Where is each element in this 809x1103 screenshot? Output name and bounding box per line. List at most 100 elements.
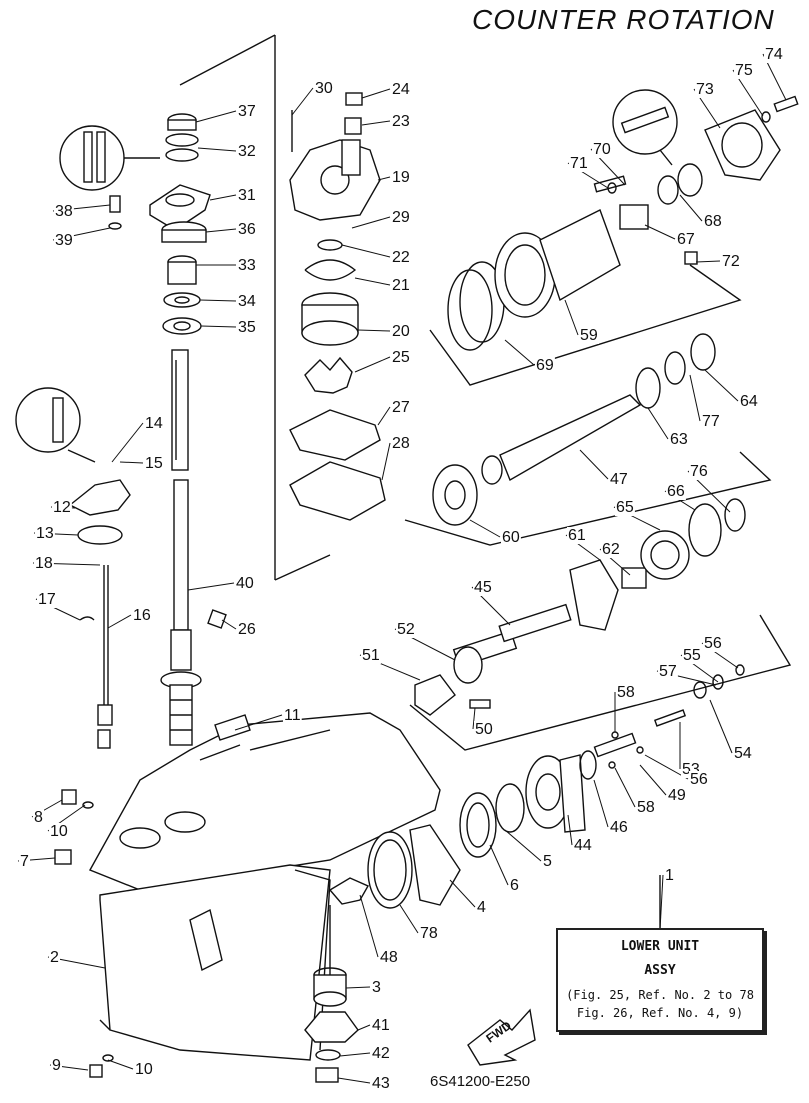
callout-backing [237,143,257,160]
sealant-callout-bubble [59,125,160,191]
gear-train [367,498,746,909]
leader-line-20 [357,329,391,332]
callout-56: 56 [704,635,722,652]
sealant-callout-bubble-3 [612,89,678,166]
callout-38: 38 [55,203,73,220]
callout-numbers: 1234567891010111213141516171819202122232… [19,46,784,1092]
callout-18: 18 [35,555,53,572]
callout-backing [733,745,753,762]
callout-backing [371,979,382,996]
callout-backing [567,527,587,544]
callout-30: 30 [315,80,333,97]
callout-74: 74 [765,46,783,63]
callout-backing [703,635,723,652]
leader-line-1 [659,874,664,931]
callout-75: 75 [735,62,753,79]
leader-line-56 [644,754,689,780]
leader-line-16 [107,614,132,629]
callout-backing [52,499,72,516]
callout-backing [689,771,709,788]
callout-backing [476,899,487,916]
callout-backing [391,399,411,416]
callout-backing [535,357,555,374]
callout-27: 27 [392,399,410,416]
leader-line-5 [504,829,542,862]
callout-backing [391,169,411,186]
callout-46: 46 [610,819,628,836]
callout-backing [474,721,494,738]
callout-backing [573,837,593,854]
callout-backing [701,413,721,430]
callout-backing [667,787,687,804]
callout-backing [134,1061,154,1078]
callout-10: 10 [50,823,68,840]
callout-backing [237,103,257,120]
callout-33: 33 [238,257,256,274]
callout-backing [19,853,30,870]
callout-59: 59 [580,327,598,344]
info-line-1: LOWER UNIT [620,939,700,954]
callout-73: 73 [696,81,714,98]
callout-backing [721,253,741,270]
callout-22: 22 [392,249,410,266]
leader-line-4 [449,879,476,908]
drive-shaft-group [160,34,331,746]
callout-backing [237,293,257,310]
callout-backing [54,232,74,249]
callout-backing [509,877,520,894]
leader-line-19 [377,176,391,181]
diagram-title: COUNTER ROTATION [472,4,775,35]
leader-line-30 [291,87,314,116]
callout-backing [664,867,675,884]
callout-39: 39 [55,232,73,249]
callout-backing [371,1045,391,1062]
callout-5: 5 [543,853,552,870]
callout-41: 41 [372,1017,390,1034]
callout-40: 40 [236,575,254,592]
callout-6: 6 [510,877,519,894]
callout-12: 12 [53,499,71,516]
leader-line-59 [564,299,579,336]
leader-line-24 [361,88,391,99]
callout-backing [542,853,553,870]
callout-77: 77 [702,413,720,430]
callout-backing [669,431,689,448]
shift-rod-group [68,479,131,749]
callout-49: 49 [668,787,686,804]
callout-backing [676,231,696,248]
leader-line-42 [339,1052,371,1057]
leader-line-40 [187,582,235,591]
leader-line-14 [111,422,144,463]
info-line-3: (Fig. 25, Ref. No. 2 to 78 [566,988,754,1002]
leader-line-28 [381,442,391,481]
callout-35: 35 [238,319,256,336]
callout-62: 62 [602,541,620,558]
callout-54: 54 [734,745,752,762]
callout-4: 4 [477,899,486,916]
leader-line-27 [377,406,391,426]
callout-backing [237,319,257,336]
callout-36: 36 [238,221,256,238]
callout-2: 2 [50,949,59,966]
leader-line-3 [345,986,371,989]
callout-44: 44 [574,837,592,854]
leader-line-78 [399,904,419,934]
propeller-shaft-group [432,333,716,526]
callout-backing [734,62,754,79]
callout-11: 11 [284,707,301,724]
bearing-housing-group [447,95,799,351]
callout-backing [361,647,381,664]
callout-backing [371,1075,391,1092]
callout-32: 32 [238,143,256,160]
callout-backing [132,607,152,624]
callout-16: 16 [133,607,151,624]
callout-50: 50 [475,721,493,738]
leader-line-10 [107,1059,134,1070]
callout-72: 72 [722,253,740,270]
callout-backing [51,1057,62,1074]
leader-line-41 [357,1024,371,1031]
callout-backing [501,529,521,546]
callout-71: 71 [570,155,588,172]
callout-78: 78 [420,925,438,942]
callout-70: 70 [593,141,611,158]
